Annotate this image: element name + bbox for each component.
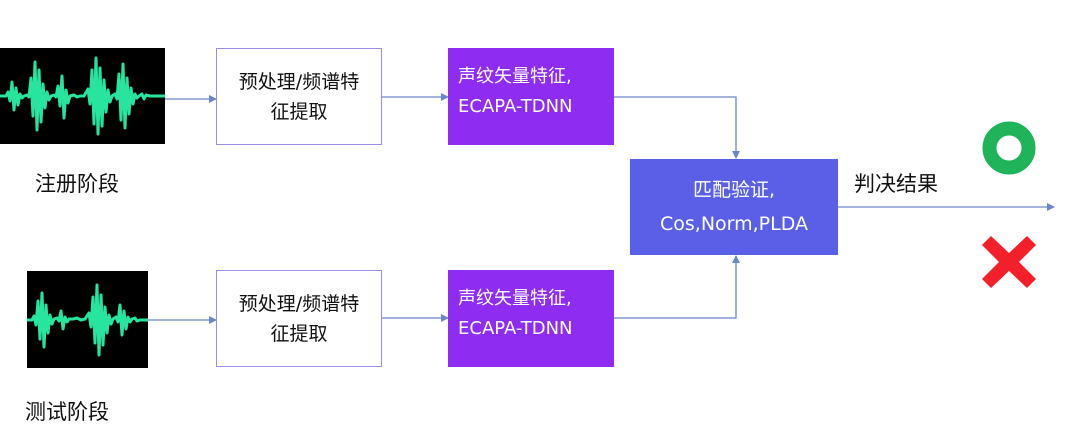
enroll-feature-line-2: ECAPA-TDNN bbox=[458, 96, 573, 117]
test-preprocess-line-1: 预处理/频谱特 bbox=[238, 292, 360, 315]
test-stage-label: 测试阶段 bbox=[25, 400, 109, 424]
enroll-stage-label: 注册阶段 bbox=[35, 172, 119, 196]
test-feature-line-1: 声纹矢量特征, bbox=[458, 288, 572, 309]
test-preprocess-line-2: 征提取 bbox=[270, 322, 328, 345]
enroll-feature-line-1: 声纹矢量特征, bbox=[458, 66, 572, 87]
enroll-preprocess-line-1: 预处理/频谱特 bbox=[238, 70, 360, 93]
test-waveform-icon bbox=[27, 271, 148, 368]
arrow-enroll-feature-to-match bbox=[614, 96, 740, 159]
match-line-2: Cos,Norm,PLDA bbox=[659, 213, 809, 235]
match-line-1: 匹配验证, bbox=[692, 179, 776, 201]
green-circle-icon bbox=[981, 120, 1037, 176]
enroll-preprocess-box: 预处理/频谱特 征提取 bbox=[216, 48, 382, 145]
decision-label: 判决结果 bbox=[854, 172, 938, 196]
test-feature-line-2: ECAPA-TDNN bbox=[458, 318, 573, 339]
match-verify-box: 匹配验证, Cos,Norm,PLDA bbox=[630, 159, 838, 255]
enroll-waveform-icon bbox=[0, 48, 165, 144]
enroll-feature-box: 声纹矢量特征, ECAPA-TDNN bbox=[448, 48, 614, 145]
enroll-preprocess-line-2: 征提取 bbox=[270, 100, 328, 123]
test-feature-box: 声纹矢量特征, ECAPA-TDNN bbox=[448, 270, 614, 367]
test-preprocess-box: 预处理/频谱特 征提取 bbox=[216, 270, 382, 367]
red-cross-icon bbox=[978, 232, 1040, 292]
arrow-test-feature-to-match bbox=[614, 255, 740, 319]
